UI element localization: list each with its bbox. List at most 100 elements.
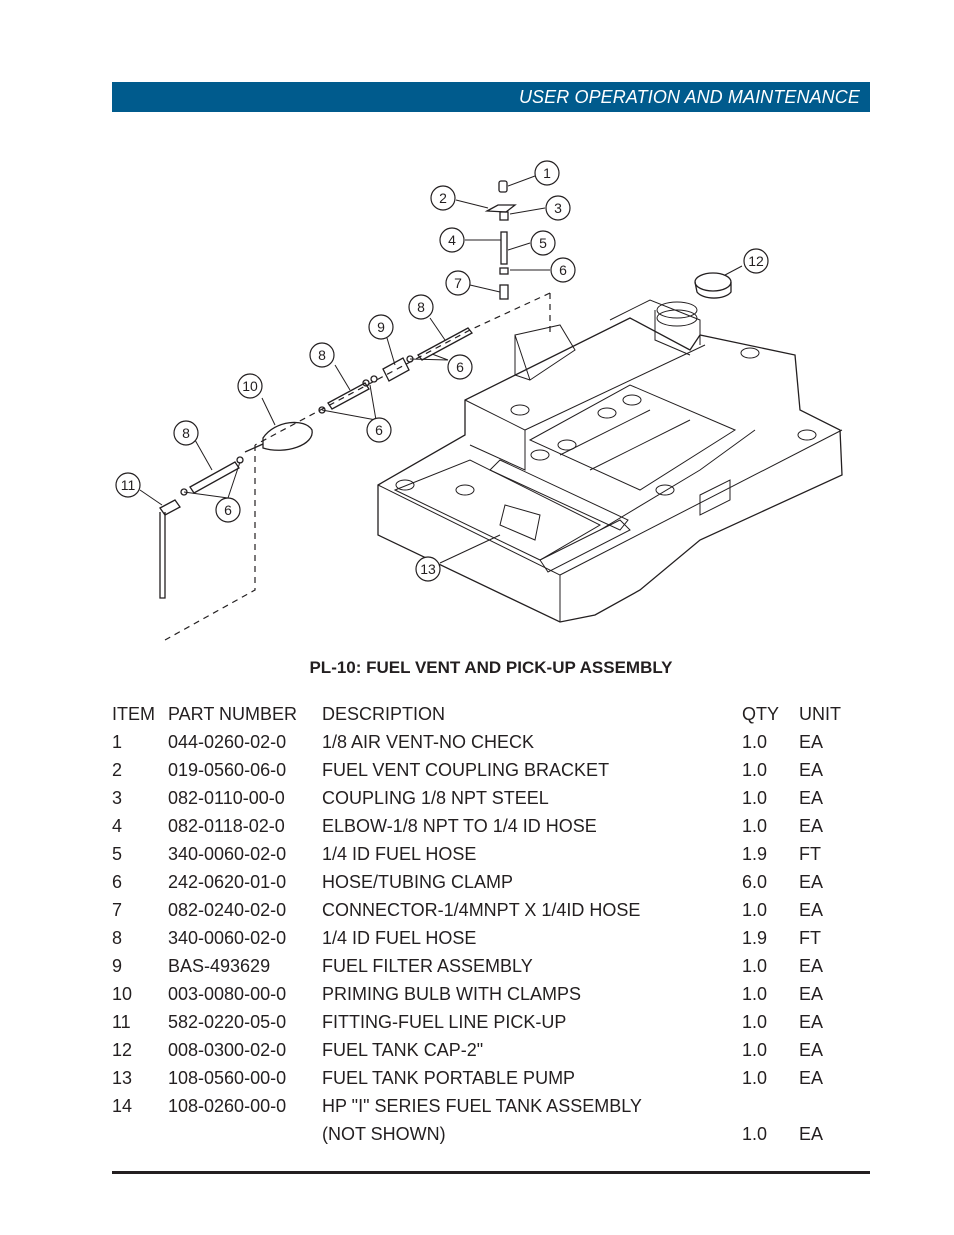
svg-text:12: 12 xyxy=(748,253,764,269)
cell-part-number: 019-0560-06-0 xyxy=(168,759,287,780)
callout-6: 6 xyxy=(447,354,473,380)
cell-part-number: BAS-493629 xyxy=(168,955,271,976)
cell-unit: EA xyxy=(799,1067,824,1088)
svg-text:8: 8 xyxy=(318,347,326,363)
hidden-line xyxy=(164,292,551,641)
cell-description: 1/4 ID FUEL HOSE xyxy=(322,927,477,948)
callout-8: 8 xyxy=(408,294,434,320)
cell-unit: EA xyxy=(799,899,824,920)
cell-qty: 1.0 xyxy=(742,1011,768,1032)
cell-unit: EA xyxy=(799,983,824,1004)
cell-item: 10 xyxy=(112,983,133,1004)
cell-qty: 1.0 xyxy=(742,899,768,920)
cell-part-number: 082-0240-02-0 xyxy=(168,899,287,920)
cell-qty: 1.9 xyxy=(742,843,768,864)
section-title: USER OPERATION AND MAINTENANCE xyxy=(518,87,860,107)
cell-qty: 1.0 xyxy=(742,1123,768,1144)
cell-description: COUPLING 1/8 NPT STEEL xyxy=(322,787,549,808)
cell-item: 7 xyxy=(112,899,123,920)
svg-text:6: 6 xyxy=(456,359,464,375)
parts-diagram: 1 2 3 4 5 6 7 8 9 8 6 10 6 8 11 6 12 13 xyxy=(115,160,843,641)
cell-unit: EA xyxy=(799,731,824,752)
callout-6: 6 xyxy=(550,257,576,283)
cell-unit: EA xyxy=(799,1123,824,1144)
cell-part-number: 082-0118-02-0 xyxy=(168,815,285,836)
svg-text:8: 8 xyxy=(417,299,425,315)
cell-qty: 1.0 xyxy=(742,787,768,808)
cell-description: PRIMING BULB WITH CLAMPS xyxy=(322,983,582,1004)
svg-text:13: 13 xyxy=(420,561,436,577)
cell-part-number: 582-0220-05-0 xyxy=(168,1011,287,1032)
cell-qty: 6.0 xyxy=(742,871,768,892)
callout-2: 2 xyxy=(430,185,456,211)
svg-text:6: 6 xyxy=(224,502,232,518)
callout-8: 8 xyxy=(309,342,335,368)
cell-qty: 1.0 xyxy=(742,955,768,976)
cell-description: CONNECTOR-1/4MNPT X 1/4ID HOSE xyxy=(322,899,641,920)
cell-part-number: 003-0080-00-0 xyxy=(168,983,287,1004)
cell-item: 14 xyxy=(112,1095,133,1116)
svg-text:5: 5 xyxy=(539,235,547,251)
cell-description: FUEL FILTER ASSEMBLY xyxy=(322,955,533,976)
callout-6: 6 xyxy=(366,417,392,443)
cell-part-number: 082-0110-00-0 xyxy=(168,787,285,808)
cell-item: 2 xyxy=(112,759,123,780)
callout-10: 10 xyxy=(237,373,263,399)
svg-text:6: 6 xyxy=(375,422,383,438)
cell-unit: EA xyxy=(799,787,824,808)
column-header-part-number: PART NUMBER xyxy=(168,703,298,724)
column-header-qty: QTY xyxy=(742,703,780,724)
cell-part-number: 108-0560-00-0 xyxy=(168,1067,287,1088)
cell-unit: EA xyxy=(799,1011,824,1032)
cell-item: 1 xyxy=(112,731,123,752)
svg-text:6: 6 xyxy=(559,262,567,278)
cell-unit: EA xyxy=(799,871,824,892)
cell-description: HP "I" SERIES FUEL TANK ASSEMBLY xyxy=(322,1095,642,1116)
cell-qty: 1.0 xyxy=(742,759,768,780)
cell-unit: EA xyxy=(799,759,824,780)
callout-5: 5 xyxy=(530,230,556,256)
cell-qty xyxy=(742,1092,799,1120)
cell-item: 13 xyxy=(112,1067,133,1088)
cell-unit: EA xyxy=(799,815,824,836)
leader-lines xyxy=(139,175,743,564)
callout-12: 12 xyxy=(743,248,769,274)
cell-qty: 1.9 xyxy=(742,927,768,948)
footer-rule xyxy=(112,1171,870,1174)
callout-8: 8 xyxy=(173,420,199,446)
callout-1: 1 xyxy=(534,160,560,186)
cell-part-number: 044-0260-02-0 xyxy=(168,731,287,752)
table-row: 7 082-0240-02-0 CONNECTOR-1/4MNPT X 1/4ID … xyxy=(112,896,859,924)
svg-text:4: 4 xyxy=(448,232,456,248)
callout-11: 11 xyxy=(115,472,141,498)
vent-stack-drawing xyxy=(484,180,517,300)
cell-unit: EA xyxy=(799,955,824,976)
cell-item: 8 xyxy=(112,927,123,948)
cell-item: 4 xyxy=(112,815,123,836)
cell-part-number xyxy=(168,1120,322,1148)
cell-description: FUEL VENT COUPLING BRACKET xyxy=(322,759,610,780)
cell-unit: EA xyxy=(799,1039,824,1060)
svg-text:11: 11 xyxy=(121,477,136,493)
column-header-description: DESCRIPTION xyxy=(322,703,446,724)
callout-6: 6 xyxy=(215,497,241,523)
callout-7: 7 xyxy=(445,270,471,296)
svg-text:10: 10 xyxy=(242,378,258,394)
callout-13: 13 xyxy=(415,556,441,582)
cell-item xyxy=(112,1120,168,1148)
svg-text:2: 2 xyxy=(439,190,447,206)
cell-part-number: 242-0620-01-0 xyxy=(168,871,287,892)
cell-description: FITTING-FUEL LINE PICK-UP xyxy=(322,1011,567,1032)
